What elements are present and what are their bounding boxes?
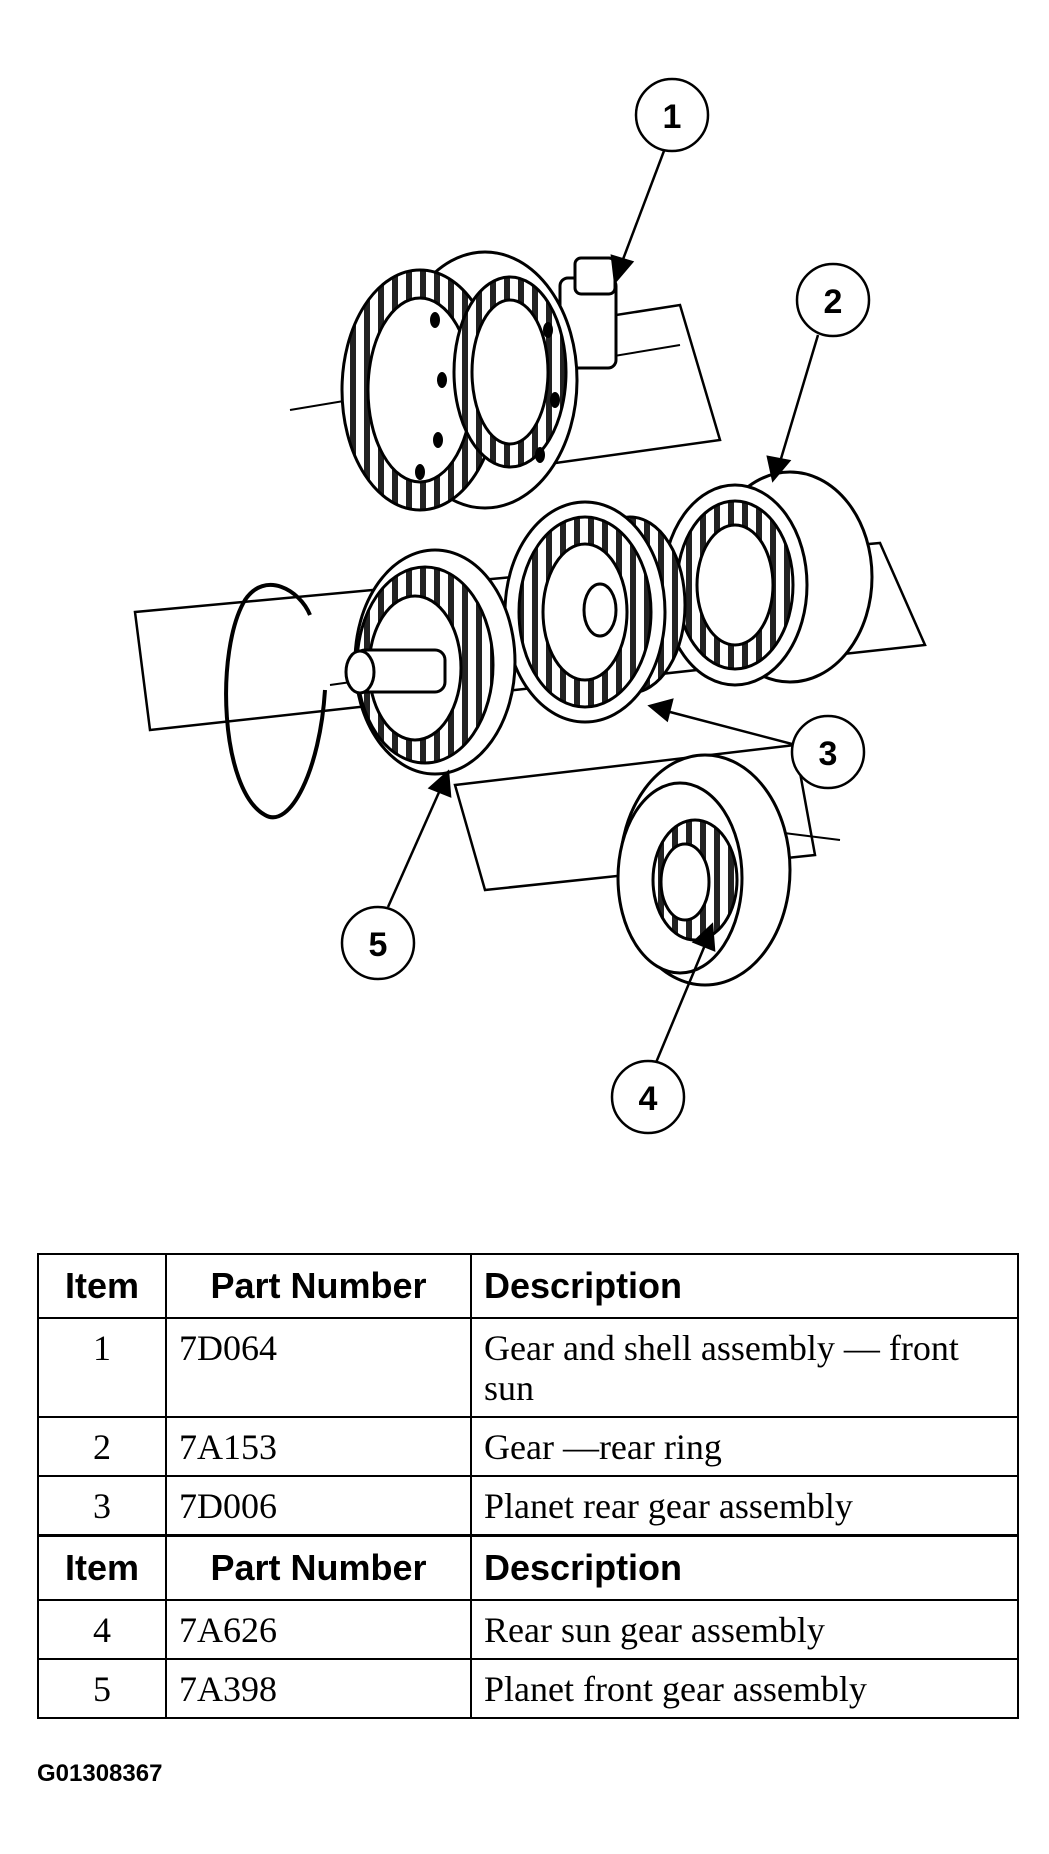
cell-part-number: 7D006 bbox=[165, 1475, 472, 1537]
callout-label-5: 5 bbox=[369, 926, 388, 964]
table-row: 2 7A153 Gear —rear ring bbox=[37, 1416, 1019, 1477]
cell-item: 3 bbox=[37, 1475, 167, 1537]
header-part-number: Part Number bbox=[165, 1253, 472, 1319]
table-row: 5 7A398 Planet front gear assembly bbox=[37, 1658, 1019, 1719]
table-row: 4 7A626 Rear sun gear assembly bbox=[37, 1599, 1019, 1660]
callout-4: 4 bbox=[610, 1059, 686, 1135]
cell-item: 2 bbox=[37, 1416, 167, 1477]
callout-label-2: 2 bbox=[824, 283, 843, 321]
callout-3: 3 bbox=[790, 714, 866, 790]
cell-description: Gear and shell assembly — front sun bbox=[470, 1317, 1019, 1418]
cell-description: Planet rear gear assembly bbox=[470, 1475, 1019, 1537]
cell-item: 4 bbox=[37, 1599, 167, 1660]
cell-description: Gear —rear ring bbox=[470, 1416, 1019, 1477]
table-header-row: Item Part Number Description bbox=[37, 1253, 1019, 1319]
figure-code: G01308367 bbox=[37, 1760, 163, 1787]
header-description: Description bbox=[470, 1253, 1019, 1319]
callout-label-1: 1 bbox=[663, 98, 682, 136]
callout-1: 1 bbox=[634, 77, 710, 153]
callout-2: 2 bbox=[795, 262, 871, 338]
exploded-gear-diagram: 1 2 3 4 5 bbox=[133, 77, 927, 1135]
cell-part-number: 7A398 bbox=[165, 1658, 472, 1719]
cell-description: Rear sun gear assembly bbox=[470, 1599, 1019, 1660]
table-row: 1 7D064 Gear and shell assembly — front … bbox=[37, 1317, 1019, 1418]
cell-part-number: 7D064 bbox=[165, 1317, 472, 1418]
header-item: Item bbox=[37, 1534, 167, 1601]
part-planet-rear-gear bbox=[503, 500, 687, 724]
cell-item: 5 bbox=[37, 1658, 167, 1719]
callout-label-4: 4 bbox=[639, 1080, 658, 1118]
table-header-row: Item Part Number Description bbox=[37, 1534, 1019, 1601]
part-snap-ring bbox=[224, 582, 327, 820]
part-rear-sun-gear bbox=[616, 753, 841, 987]
parts-table: Item Part Number Description 1 7D064 Gea… bbox=[37, 1253, 1019, 1719]
leader-lines bbox=[386, 134, 820, 1078]
header-part-number: Part Number bbox=[165, 1534, 472, 1601]
part-middle-group bbox=[133, 470, 927, 892]
part-planet-front-gear bbox=[344, 548, 517, 776]
header-item: Item bbox=[37, 1253, 167, 1319]
cell-description: Planet front gear assembly bbox=[470, 1658, 1019, 1719]
header-description: Description bbox=[470, 1534, 1019, 1601]
part-gear-shell-assembly bbox=[289, 250, 722, 512]
table-row: 3 7D006 Planet rear gear assembly bbox=[37, 1475, 1019, 1537]
callout-label-3: 3 bbox=[819, 735, 838, 773]
cell-item: 1 bbox=[37, 1317, 167, 1418]
cell-part-number: 7A153 bbox=[165, 1416, 472, 1477]
part-rear-ring-gear bbox=[661, 470, 874, 687]
cell-part-number: 7A626 bbox=[165, 1599, 472, 1660]
callout-5: 5 bbox=[340, 905, 416, 981]
